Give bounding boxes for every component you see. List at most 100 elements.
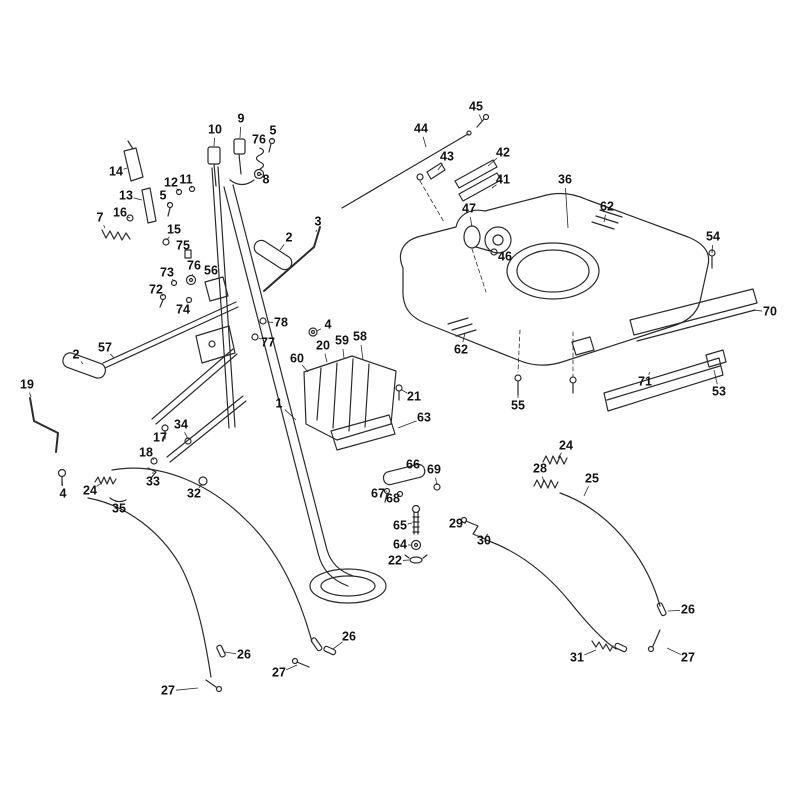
part-number-label: 24: [83, 483, 97, 497]
leader-line: [61, 477, 63, 487]
leader-line: [286, 664, 298, 671]
part-number-label: 24: [559, 438, 573, 452]
washer-78: [259, 317, 267, 325]
leader-line: [324, 353, 328, 363]
leader-line: [557, 452, 562, 459]
part-number-label: 19: [20, 377, 34, 391]
throttle-cluster: [382, 463, 441, 564]
part-number-label: 34: [174, 417, 188, 431]
part-number-label: 27: [681, 650, 695, 664]
part-number-label: 7: [97, 210, 104, 224]
part-number-label: 17: [153, 430, 167, 444]
deck-vents-right: [591, 209, 623, 230]
leader-line: [752, 309, 763, 312]
leader-line: [284, 409, 297, 421]
part-number-label: 73: [160, 265, 174, 279]
nut-11: [188, 185, 196, 193]
console-ribs: [316, 358, 370, 432]
leader-line: [713, 369, 718, 385]
bracket-left: [571, 336, 595, 356]
leader-line: [301, 364, 309, 373]
leader-line: [478, 114, 483, 122]
part-number-label: 62: [454, 342, 468, 356]
wingnut-22: [404, 554, 428, 564]
screw-45: [476, 118, 485, 128]
leader-line: [167, 202, 170, 205]
leader-line: [469, 216, 473, 228]
part-number-label: 43: [440, 149, 454, 163]
part-number-label: 29: [449, 516, 463, 530]
leader-line: [603, 214, 606, 223]
diagram-artwork: [29, 113, 758, 693]
part-number-label: 54: [706, 229, 720, 243]
part-number-label: 9: [238, 111, 245, 125]
bracket-42: [454, 159, 498, 189]
part-number-label: 12: [164, 175, 178, 189]
guide-32: [198, 476, 208, 486]
bolt-21: [395, 384, 403, 392]
part-number-label: 10: [208, 122, 222, 136]
part-number-label: 76: [187, 258, 201, 272]
part-number-label: 11: [179, 172, 192, 186]
cable-3-end: [614, 642, 628, 653]
deck-screw: [569, 376, 577, 394]
part-number-label: 36: [558, 172, 572, 186]
part-number-label: 27: [272, 665, 286, 679]
leader-line: [435, 477, 438, 486]
part-number-label: 66: [406, 457, 420, 471]
block-10: [207, 146, 221, 165]
spring-24-left: [94, 476, 117, 485]
handle-tube: [223, 184, 387, 604]
screw-68: [396, 490, 404, 498]
cable-4: [559, 492, 661, 607]
part-number-label: 28: [533, 461, 547, 475]
leader-line: [397, 420, 417, 429]
part-number-label: 22: [388, 553, 402, 567]
part-number-label: 4: [325, 317, 332, 331]
part-number-label: 60: [290, 351, 304, 365]
deck-opening-inner: [516, 249, 590, 293]
leader-line: [485, 533, 488, 538]
leader-line: [114, 499, 117, 502]
part-number-label: 14: [109, 164, 123, 178]
barrel-26-right: [656, 602, 667, 617]
bolt-16: [126, 214, 134, 222]
washer-77: [251, 333, 259, 341]
leader-line: [29, 392, 32, 398]
leader-line: [437, 163, 443, 171]
part-number-label: 5: [160, 188, 167, 202]
leader-line: [541, 476, 545, 483]
leader-line: [260, 173, 263, 176]
leader-line: [176, 188, 180, 192]
deck-outline: [399, 192, 710, 366]
brace-rods: [151, 325, 247, 463]
leader-line: [407, 522, 413, 525]
part-number-label: 45: [469, 99, 483, 113]
leader-line: [666, 647, 681, 655]
leader-line: [667, 609, 681, 612]
leader-line: [190, 186, 193, 189]
cable-1: [111, 467, 313, 643]
part-number-label: 26: [681, 602, 695, 616]
cable-assembly-left: [87, 424, 337, 693]
nut-18: [150, 457, 158, 465]
flap-63: [330, 414, 396, 451]
lever-cluster-left: [101, 140, 196, 246]
lever-66: [382, 463, 426, 486]
part-number-label: 77: [261, 335, 275, 349]
deck: [399, 192, 716, 396]
part-number-label: 31: [570, 650, 584, 664]
spring-28: [533, 479, 559, 489]
leader-line: [224, 651, 237, 655]
part-number-label: 2: [73, 347, 80, 361]
switch-cluster-top: [207, 137, 276, 187]
fitting-43: [426, 162, 446, 180]
bracket-plate: [195, 325, 236, 364]
eyelet-29: [460, 516, 468, 524]
leader-line: [198, 483, 203, 489]
leader-line: [96, 483, 101, 487]
part-number-label: 21: [407, 389, 421, 403]
part-number-label: 15: [167, 222, 181, 236]
leader-line: [711, 244, 713, 254]
grip-2-middle: [253, 239, 293, 271]
